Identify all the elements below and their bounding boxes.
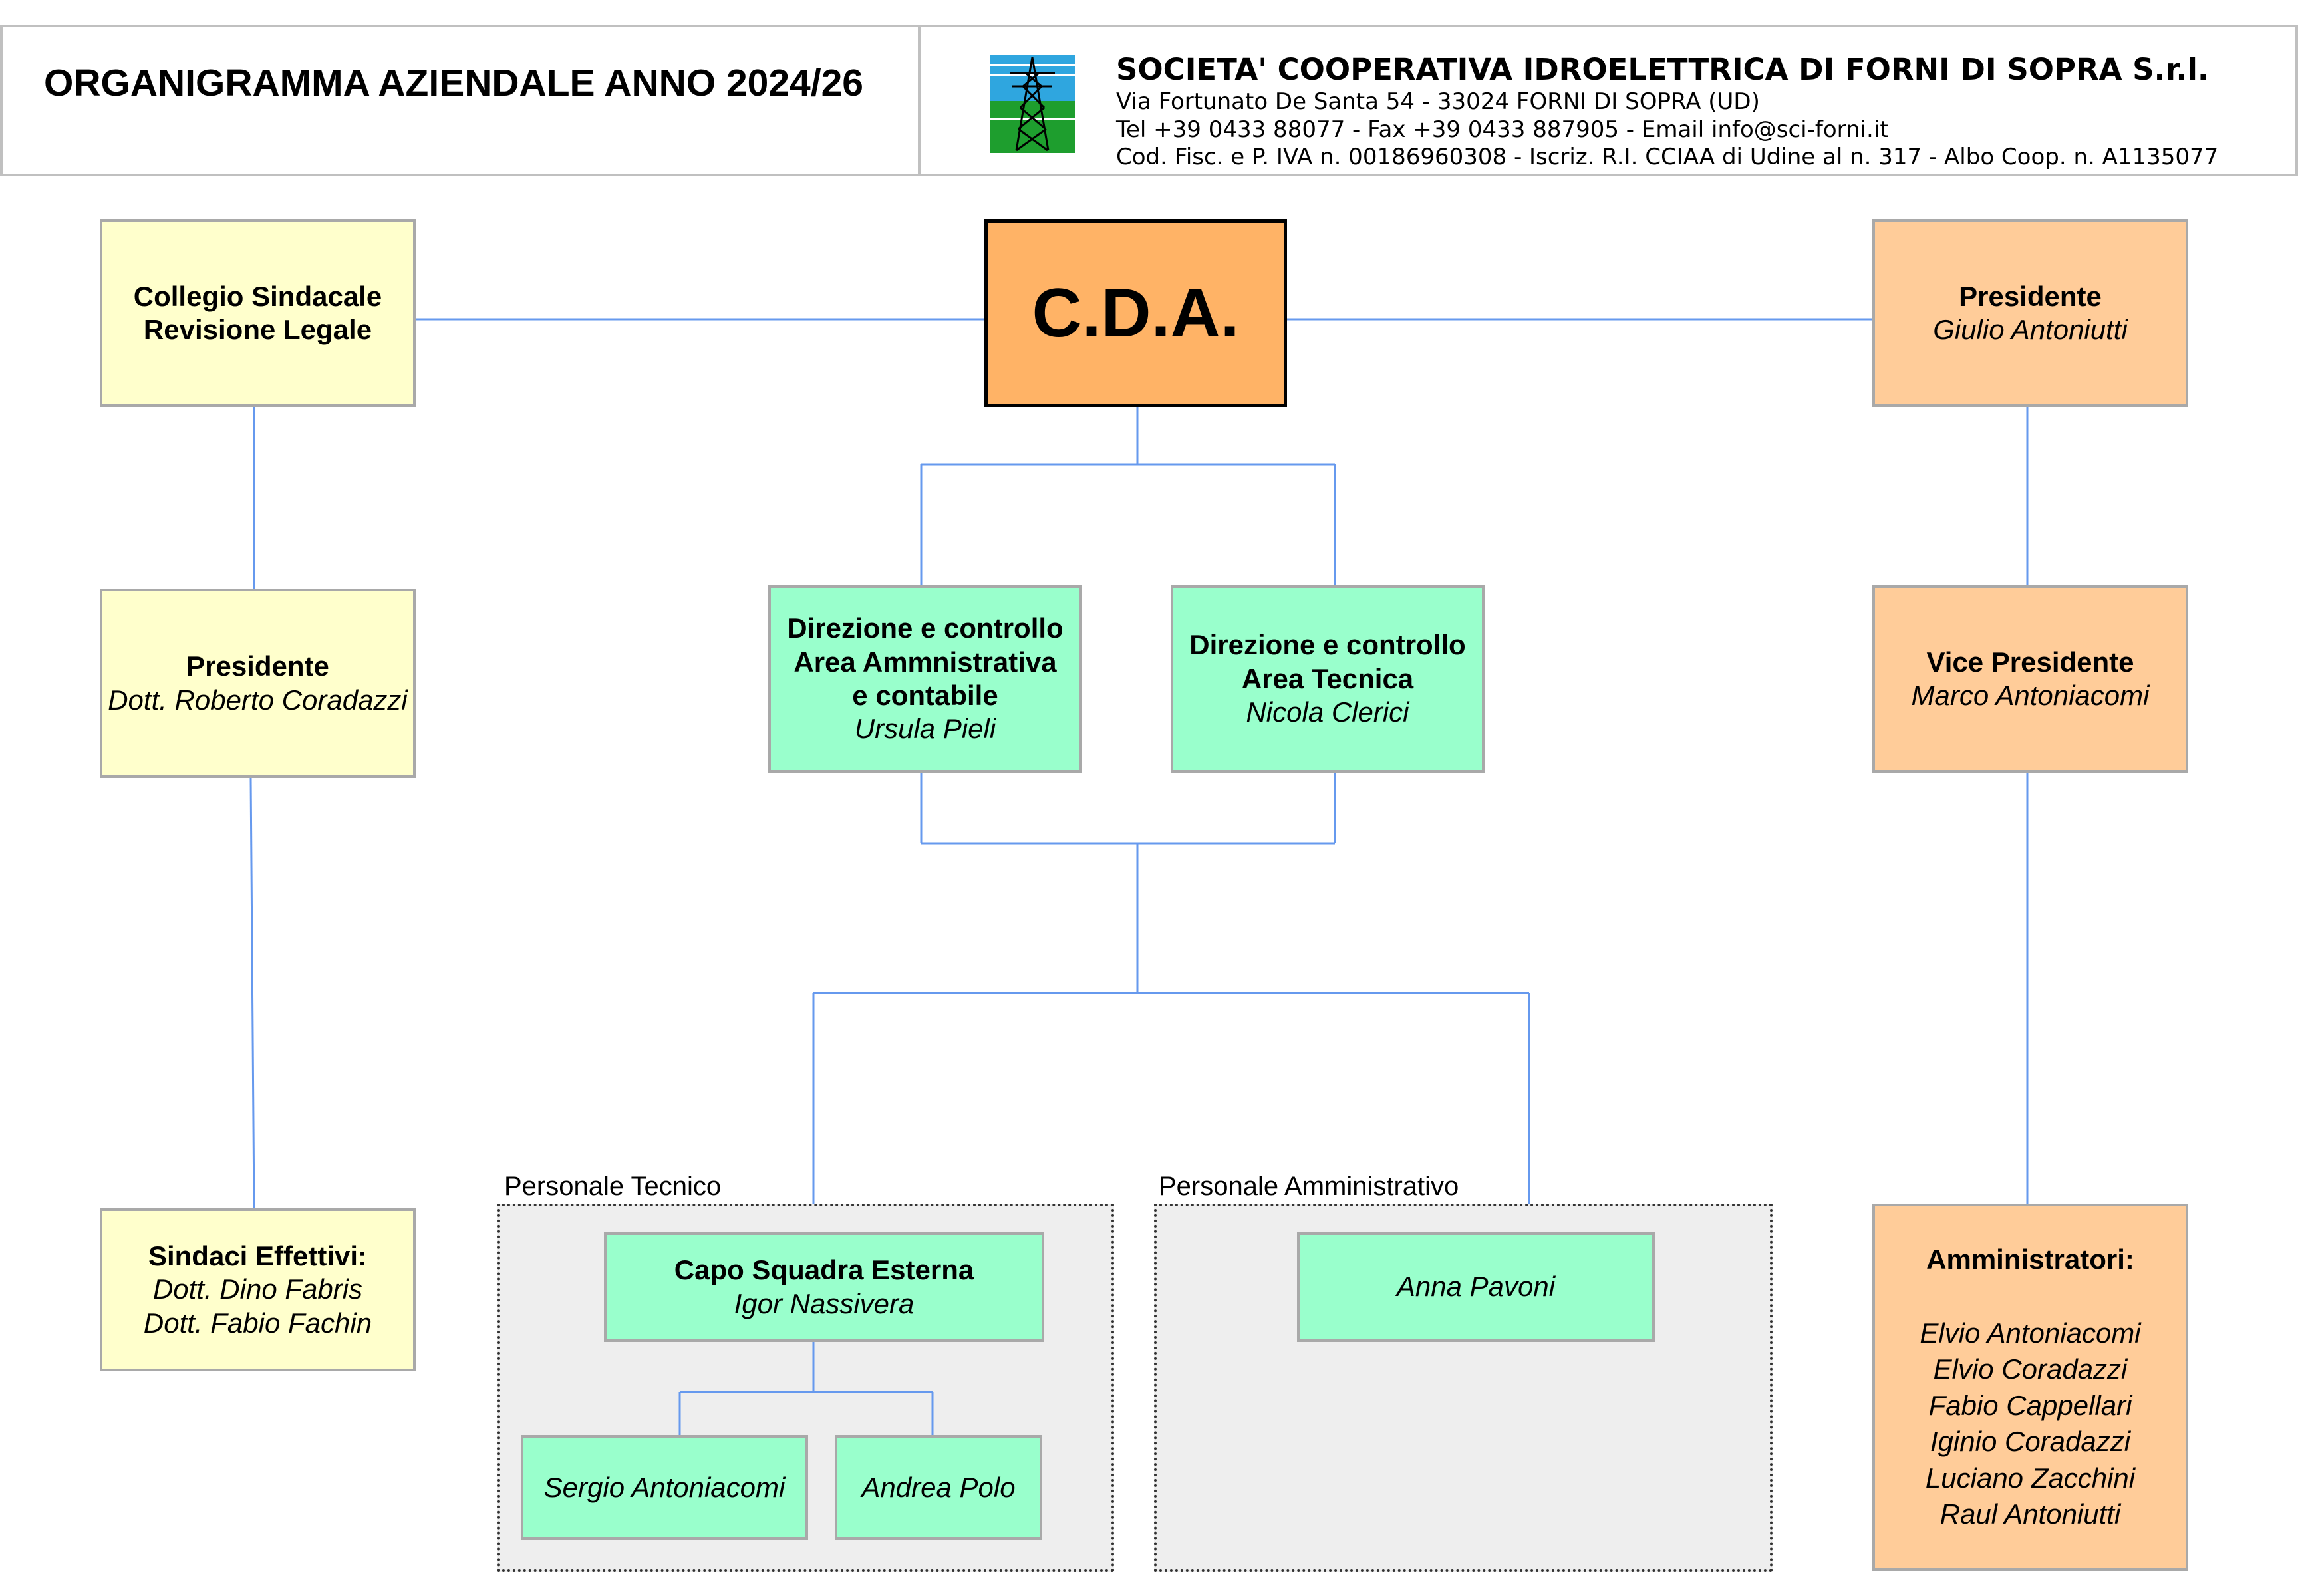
direzione-tec-line2: Area Tecnica (1241, 662, 1414, 694)
amministratore-name: Luciano Zacchini (1925, 1462, 2136, 1494)
presidente-collegio-box: Presidente Dott. Roberto Coradazzi (100, 589, 416, 778)
member-name: Sergio Antoniacomi (543, 1471, 786, 1503)
direzione-tecnica-box: Direzione e controllo Area Tecnica Nicol… (1171, 585, 1485, 773)
presidente-box: Presidente Giulio Antoniutti (1872, 219, 2188, 407)
company-fiscal-info: Cod. Fisc. e P. IVA n. 00186960308 - Isc… (1116, 144, 2219, 170)
capo-squadra-role: Capo Squadra Esterna (674, 1254, 974, 1286)
amministratore-name: Iginio Coradazzi (1930, 1426, 2131, 1458)
personale-amministrativo-member: Anna Pavoni (1297, 1232, 1655, 1342)
amministratore-name: Elvio Antoniacomi (1920, 1317, 2141, 1349)
personale-tecnico-label: Personale Tecnico (504, 1172, 722, 1201)
power-pylon-icon (990, 55, 1075, 153)
amministratori-role: Amministratori: (1926, 1243, 2134, 1275)
direzione-amm-line2: Area Ammnistrativa (793, 646, 1057, 678)
sindaco-name: Dott. Fabio Fachin (143, 1307, 372, 1339)
capo-squadra-box: Capo Squadra Esterna Igor Nassivera (604, 1232, 1044, 1342)
header-divider (918, 25, 921, 176)
collegio-sindacale-box: Collegio Sindacale Revisione Legale (100, 219, 416, 407)
chart-title: ORGANIGRAMMA AZIENDALE ANNO 2024/26 (44, 62, 863, 104)
personale-tecnico-member: Andrea Polo (835, 1435, 1042, 1540)
presidente-collegio-role: Presidente (186, 650, 329, 682)
header-frame (0, 25, 2298, 176)
amministratore-name: Elvio Coradazzi (1933, 1353, 2128, 1385)
direzione-tec-line1: Direzione e controllo (1189, 629, 1466, 661)
company-contacts: Tel +39 0433 88077 - Fax +39 0433 887905… (1116, 116, 1889, 143)
vice-presidente-role: Vice Presidente (1926, 646, 2134, 678)
amministratore-name: Raul Antoniutti (1939, 1498, 2121, 1530)
direzione-amm-name: Ursula Pieli (854, 713, 996, 745)
vice-presidente-box: Vice Presidente Marco Antoniacomi (1872, 585, 2188, 773)
collegio-line2: Revisione Legale (143, 314, 372, 345)
cda-label: C.D.A. (1032, 274, 1240, 352)
member-name: Anna Pavoni (1396, 1271, 1556, 1303)
presidente-collegio-name: Dott. Roberto Coradazzi (108, 684, 408, 716)
direzione-tec-name: Nicola Clerici (1246, 696, 1409, 728)
direzione-amm-line1: Direzione e controllo (787, 612, 1064, 644)
capo-squadra-name: Igor Nassivera (734, 1287, 915, 1319)
member-name: Andrea Polo (861, 1471, 1016, 1503)
sindaci-role: Sindaci Effettivi: (148, 1240, 368, 1271)
cda-box: C.D.A. (984, 219, 1287, 407)
personale-tecnico-member: Sergio Antoniacomi (521, 1435, 808, 1540)
amministratori-box: Amministratori: Elvio Antoniacomi Elvio … (1872, 1204, 2188, 1571)
sindaci-effettivi-box: Sindaci Effettivi: Dott. Dino Fabris Dot… (100, 1208, 416, 1371)
vice-presidente-name: Marco Antoniacomi (1911, 680, 2150, 711)
direzione-amministrativa-box: Direzione e controllo Area Ammnistrativa… (768, 585, 1082, 773)
presidente-role: Presidente (1959, 280, 2102, 312)
sindaco-name: Dott. Dino Fabris (152, 1273, 363, 1305)
personale-amministrativo-label: Personale Amministrativo (1159, 1172, 1459, 1201)
direzione-amm-line3: e contabile (852, 680, 998, 711)
amministratore-name: Fabio Cappellari (1928, 1389, 2132, 1421)
company-address: Via Fortunato De Santa 54 - 33024 FORNI … (1116, 88, 1760, 115)
collegio-line1: Collegio Sindacale (133, 280, 382, 312)
company-name: SOCIETA' COOPERATIVA IDROELETTRICA DI FO… (1116, 52, 2210, 87)
presidente-name: Giulio Antoniutti (1933, 314, 2128, 345)
